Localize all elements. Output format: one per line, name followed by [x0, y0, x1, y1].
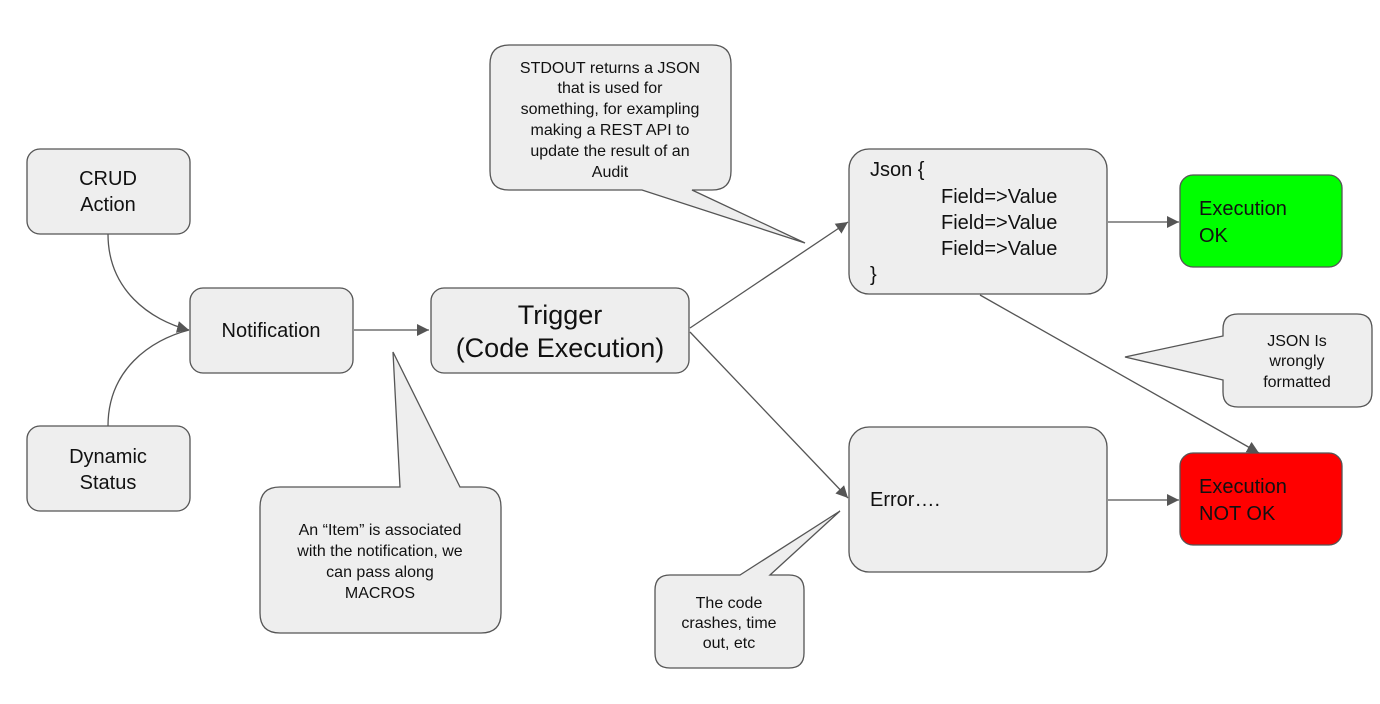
trigger-label-line1: Trigger — [518, 300, 603, 330]
wrong-note-line2: wrongly — [1268, 353, 1324, 370]
connector-trigger-to-error — [689, 331, 849, 499]
wrong-note-line3: formatted — [1263, 374, 1331, 391]
json-field-2: Field=>Value — [941, 212, 1057, 234]
trigger-label-line2: (Code Execution) — [456, 333, 665, 363]
node-execution-ok — [1179, 174, 1343, 268]
item-note-line4: MACROS — [345, 585, 415, 602]
stdout-note-line2: that is used for — [558, 80, 664, 97]
dynamic-label-line1: Dynamic — [69, 446, 147, 468]
crash-note-line3: out, etc — [703, 635, 755, 652]
dynamic-label-line2: Status — [80, 472, 137, 494]
ok-label-line2: OK — [1199, 225, 1229, 247]
item-note-line3: can pass along — [326, 564, 434, 581]
notok-label-line1: Execution — [1199, 476, 1287, 498]
node-dynamic-status — [26, 425, 191, 512]
connector-json-to-notok — [979, 294, 1260, 454]
node-error — [848, 426, 1108, 573]
callout-stdout-bubble — [489, 44, 806, 244]
connector-trigger-to-json — [689, 221, 849, 329]
json-field-1: Field=>Value — [941, 186, 1057, 208]
node-notification — [189, 287, 354, 374]
crud-label-line1: CRUD — [79, 168, 137, 190]
item-note-line2: with the notification, we — [296, 543, 463, 560]
callout-item-bubble — [259, 351, 502, 634]
node-json — [848, 148, 1108, 295]
connector-crud-to-notification — [107, 233, 190, 333]
notok-label-line2: NOT OK — [1199, 503, 1276, 525]
json-open: Json { — [870, 159, 925, 181]
notification-label: Notification — [222, 320, 321, 342]
json-field-3: Field=>Value — [941, 238, 1057, 260]
node-execution-not-ok — [1179, 452, 1343, 546]
stdout-note-line1: STDOUT returns a JSON — [520, 60, 700, 77]
callout-wrong-bubble — [1124, 313, 1373, 408]
crud-label-line2: Action — [80, 194, 136, 216]
stdout-note-line3: something, for exampling — [521, 101, 700, 118]
ok-label-line1: Execution — [1199, 198, 1287, 220]
item-note-line1: An “Item” is associated — [299, 522, 462, 539]
stdout-note-line5: update the result of an — [530, 143, 689, 160]
connector-dynamic-to-notification — [107, 329, 190, 427]
stdout-note-line4: making a REST API to — [531, 122, 690, 139]
error-label: Error…. — [870, 489, 940, 511]
node-trigger — [430, 287, 690, 374]
wrong-note-line1: JSON Is — [1267, 333, 1327, 350]
node-crud-action — [26, 148, 191, 235]
connectors — [107, 216, 1260, 506]
callout-crash-bubble — [654, 510, 841, 669]
crash-note-line1: The code — [696, 595, 763, 612]
json-close: } — [870, 264, 877, 286]
stdout-note-line6: Audit — [592, 164, 629, 181]
crash-note-line2: crashes, time — [681, 615, 776, 632]
